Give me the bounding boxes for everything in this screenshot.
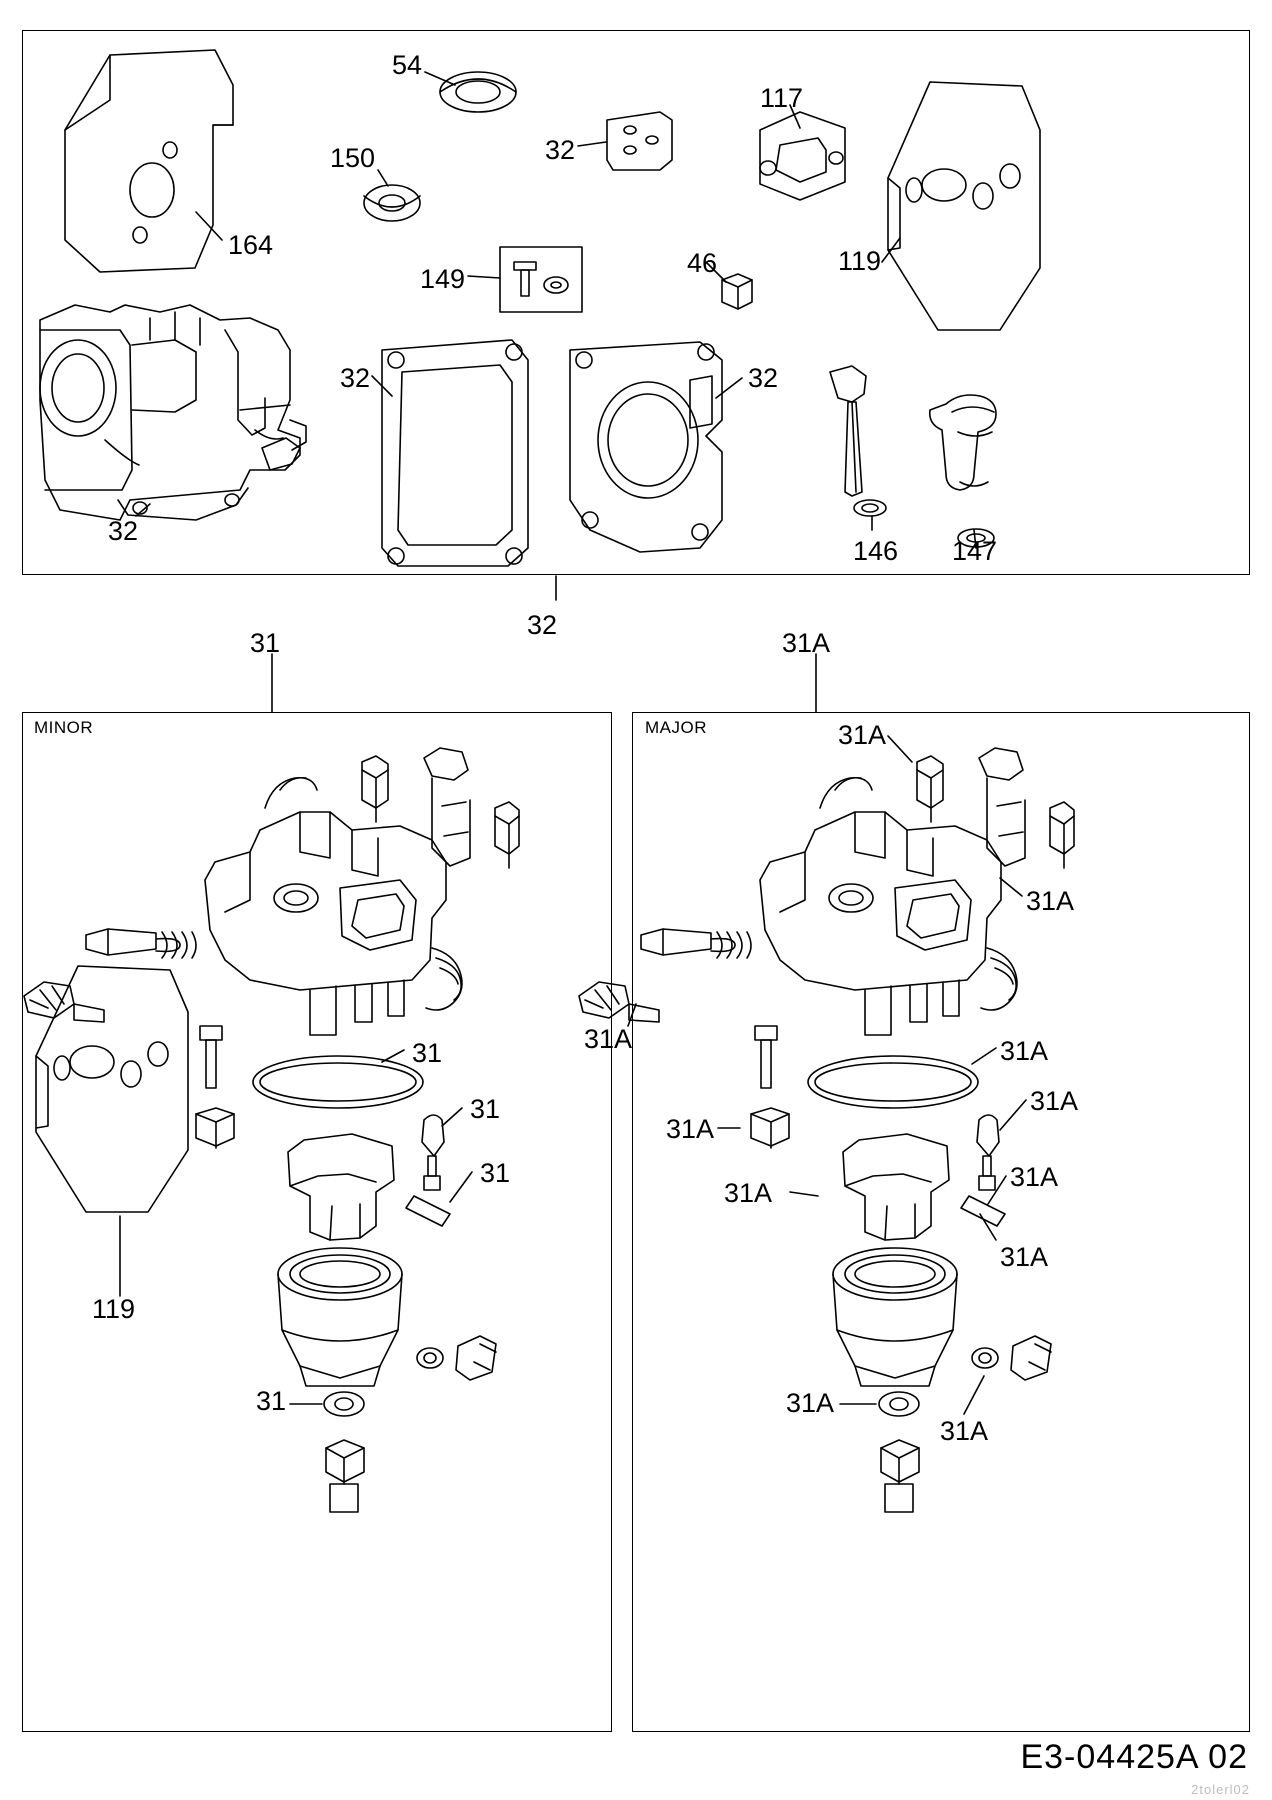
panel-label-major: MAJOR — [645, 718, 707, 737]
group-callout-32: 32 — [527, 610, 558, 640]
panel-label-minor: MINOR — [34, 718, 94, 737]
group-callout-31a: 31A — [782, 628, 831, 658]
drawing-code: E3-04425A 02 — [1020, 1738, 1248, 1776]
callout-117: 117 — [760, 83, 804, 113]
panel-gaskets — [22, 30, 1250, 575]
callout-32-b: 32 — [340, 363, 371, 393]
callout-119-top: 119 — [838, 246, 882, 276]
callout-146: 146 — [853, 536, 899, 566]
callout-32-c: 32 — [748, 363, 779, 393]
callout-31a-6: 31A — [666, 1114, 715, 1144]
callout-147: 147 — [952, 536, 998, 566]
callout-164: 164 — [228, 230, 274, 260]
callout-31a-8: 31A — [724, 1178, 773, 1208]
callout-149: 149 — [420, 264, 466, 294]
callout-31-needle: 31 — [470, 1094, 501, 1124]
callout-119-minor: 119 — [92, 1294, 136, 1324]
callout-31a-10: 31A — [786, 1388, 835, 1418]
callout-31-pin: 31 — [480, 1158, 511, 1188]
callout-31-oring: 31 — [412, 1038, 443, 1068]
group-callout-31: 31 — [250, 628, 281, 658]
callout-31a-3: 31A — [584, 1024, 633, 1054]
panel-minor-carburetor — [22, 712, 612, 1732]
callout-31a-11: 31A — [940, 1416, 989, 1446]
callout-32-d: 32 — [108, 516, 139, 546]
callout-31a-4: 31A — [1000, 1036, 1049, 1066]
callout-32-a: 32 — [545, 135, 576, 165]
callout-46: 46 — [687, 248, 718, 278]
callout-31a-2: 31A — [1026, 886, 1075, 916]
callout-31a-5: 31A — [1030, 1086, 1079, 1116]
callout-31-washer: 31 — [256, 1386, 287, 1416]
callout-31a-9: 31A — [1000, 1242, 1049, 1272]
panel-major-carburetor — [632, 712, 1250, 1732]
watermark-text: 2tolerl02 — [1191, 1782, 1250, 1797]
callout-31a-7: 31A — [1010, 1162, 1059, 1192]
callout-54: 54 — [392, 50, 423, 80]
callout-31a-1: 31A — [838, 720, 887, 750]
callout-150: 150 — [330, 143, 376, 173]
